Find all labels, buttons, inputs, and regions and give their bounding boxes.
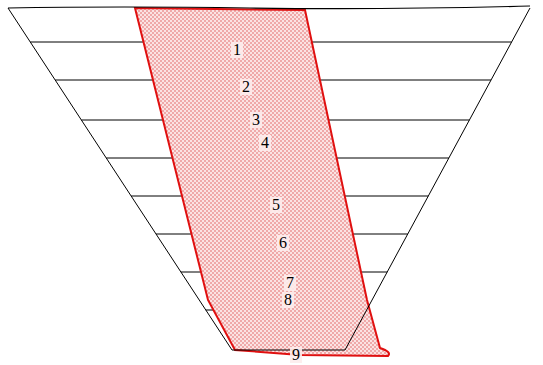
callout-number: 4 xyxy=(259,135,271,151)
callout-number: 2 xyxy=(240,79,252,95)
ground-surface xyxy=(8,6,530,9)
callout-number: 3 xyxy=(250,112,262,128)
callout-number: 8 xyxy=(282,292,294,308)
pit-outline xyxy=(8,8,530,350)
callout-number: 9 xyxy=(290,347,302,363)
callout-number: 5 xyxy=(270,197,282,213)
callout-number: 6 xyxy=(277,235,289,251)
ore-body xyxy=(135,8,389,356)
callout-number: 1 xyxy=(231,42,243,58)
callout-number: 7 xyxy=(284,275,296,291)
